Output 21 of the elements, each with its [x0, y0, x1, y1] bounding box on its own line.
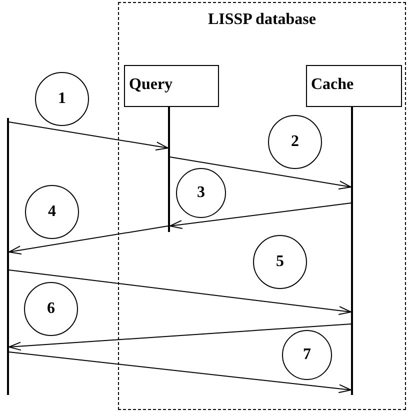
participant-box: Query: [124, 65, 219, 107]
message-arrow: [8, 324, 352, 351]
dashed-boundary-box: [118, 2, 406, 410]
lifeline: [351, 107, 353, 395]
message-arrow: [8, 122, 168, 150]
step-number-circle: 1: [35, 72, 89, 126]
message-arrow: [170, 202, 352, 229]
step-number-circle: 4: [25, 185, 79, 239]
step-number-circle: 6: [24, 282, 78, 336]
participant-box: Cache: [306, 65, 402, 107]
step-number-circle: 3: [176, 168, 226, 218]
message-arrow: [8, 270, 352, 315]
message-arrow: [170, 156, 352, 190]
lifeline: [168, 107, 170, 232]
step-number-circle: 5: [253, 235, 307, 289]
message-arrow: [8, 352, 352, 394]
step-number-circle: 2: [268, 115, 322, 169]
message-arrow: [8, 226, 168, 254]
step-number-circle: 7: [282, 330, 332, 380]
lifeline: [7, 118, 9, 395]
group-title: LISSP database: [206, 11, 318, 29]
